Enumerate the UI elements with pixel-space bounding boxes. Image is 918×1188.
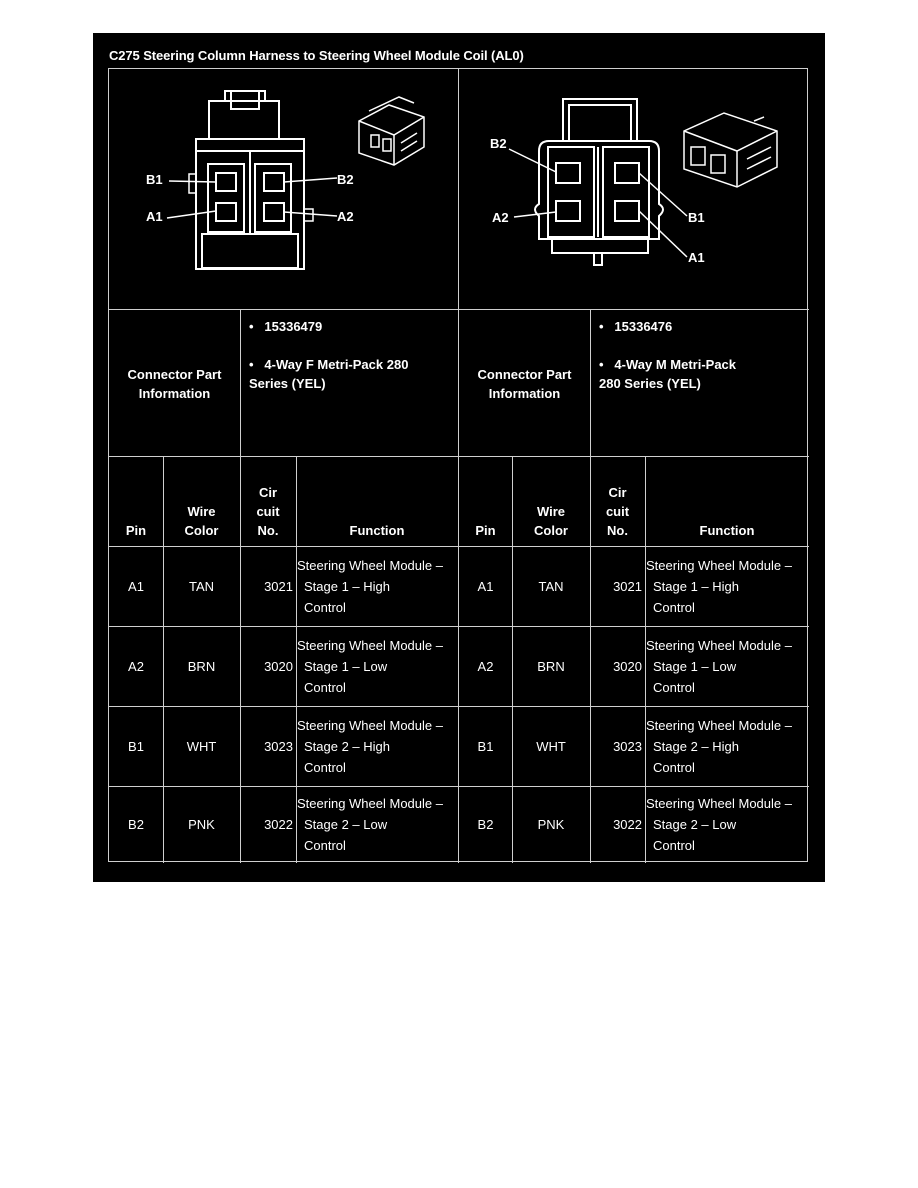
pin-label-a1: A1: [146, 209, 163, 224]
pin-label-b2: B2: [337, 172, 354, 187]
pin-label-a2-right: A2: [492, 210, 509, 225]
table-cell-color: WHT: [536, 739, 566, 754]
table-cell-circuit: 3020: [264, 659, 293, 674]
pin-label-a2: A2: [337, 209, 354, 224]
connector-info-label-left: Connector Part Information: [127, 367, 222, 401]
table-cell-pin: A1: [128, 579, 144, 594]
table-cell-function: Steering Wheel Module – Stage 1 – High C…: [297, 558, 443, 615]
table-cell-circuit: 3022: [613, 817, 642, 832]
connector-part-details-left: • 15336479 • 4-Way F Metri-Pack 280 Seri…: [249, 319, 409, 391]
table-cell-color: TAN: [188, 579, 215, 594]
header-pin: Pin: [125, 523, 147, 538]
table-cell-pin: B2: [128, 817, 144, 832]
header-function: Function: [699, 523, 755, 538]
table-cell-color: WHT: [186, 739, 217, 754]
table-cell-color: BRN: [537, 659, 565, 674]
table-cell-function: Steering Wheel Module – Stage 1 – High C…: [646, 558, 792, 615]
table-cell-color: BRN: [187, 659, 216, 674]
table-cell-pin: A2: [477, 659, 494, 674]
header-pin: Pin: [475, 523, 496, 538]
table-cell-function: Steering Wheel Module – Stage 1 – Low Co…: [646, 638, 792, 695]
page-title: C275 Steering Column Harness to Steering…: [109, 48, 524, 63]
table-cell-pin: B2: [477, 817, 494, 832]
table-cell-circuit: 3023: [613, 739, 642, 754]
table-cell-pin: A1: [477, 579, 494, 594]
table-cell-pin: B1: [128, 739, 144, 754]
table-cell-circuit: 3021: [264, 579, 293, 594]
part-number: 15336476: [614, 319, 673, 334]
pin-label-b1: B1: [146, 172, 163, 187]
table-cell-function: Steering Wheel Module – Stage 1 – Low Co…: [297, 638, 443, 695]
table-cell-color: TAN: [538, 579, 564, 594]
table-cell-function: Steering Wheel Module – Stage 2 – Low Co…: [646, 796, 792, 853]
connector-info-label-right: Connector Part Information: [477, 367, 572, 401]
pin-label-b2-right: B2: [490, 136, 507, 151]
connector-table: B1 A1 B2 A2: [108, 68, 809, 863]
pin-label-b1-right: B1: [688, 210, 705, 225]
table-cell-function: Steering Wheel Module – Stage 2 – Low Co…: [297, 796, 443, 853]
part-number: 15336479: [264, 319, 323, 334]
connector-part-details-right: • 15336476 • 4-Way M Metri-Pack 280 Seri…: [599, 319, 737, 391]
table-cell-circuit: 3023: [264, 739, 293, 754]
table-cell-color: PNK: [537, 817, 565, 832]
table-cell-circuit: 3020: [613, 659, 642, 674]
male-connector-face-diagram: [508, 98, 778, 266]
female-connector-face-diagram: [166, 90, 425, 270]
table-cell-color: PNK: [188, 817, 215, 832]
connector-info-panel: C275 Steering Column Harness to Steering…: [93, 33, 825, 882]
table-cell-circuit: 3022: [264, 817, 293, 832]
table-cell-circuit: 3021: [613, 579, 642, 594]
table-cell-pin: A2: [128, 659, 144, 674]
pin-label-a1-right: A1: [688, 250, 705, 265]
table-cell-pin: B1: [477, 739, 494, 754]
table-cell-function: Steering Wheel Module – Stage 2 – High C…: [646, 718, 792, 775]
table-cell-function: Steering Wheel Module – Stage 2 – High C…: [297, 718, 443, 775]
header-function: Function: [349, 523, 405, 538]
